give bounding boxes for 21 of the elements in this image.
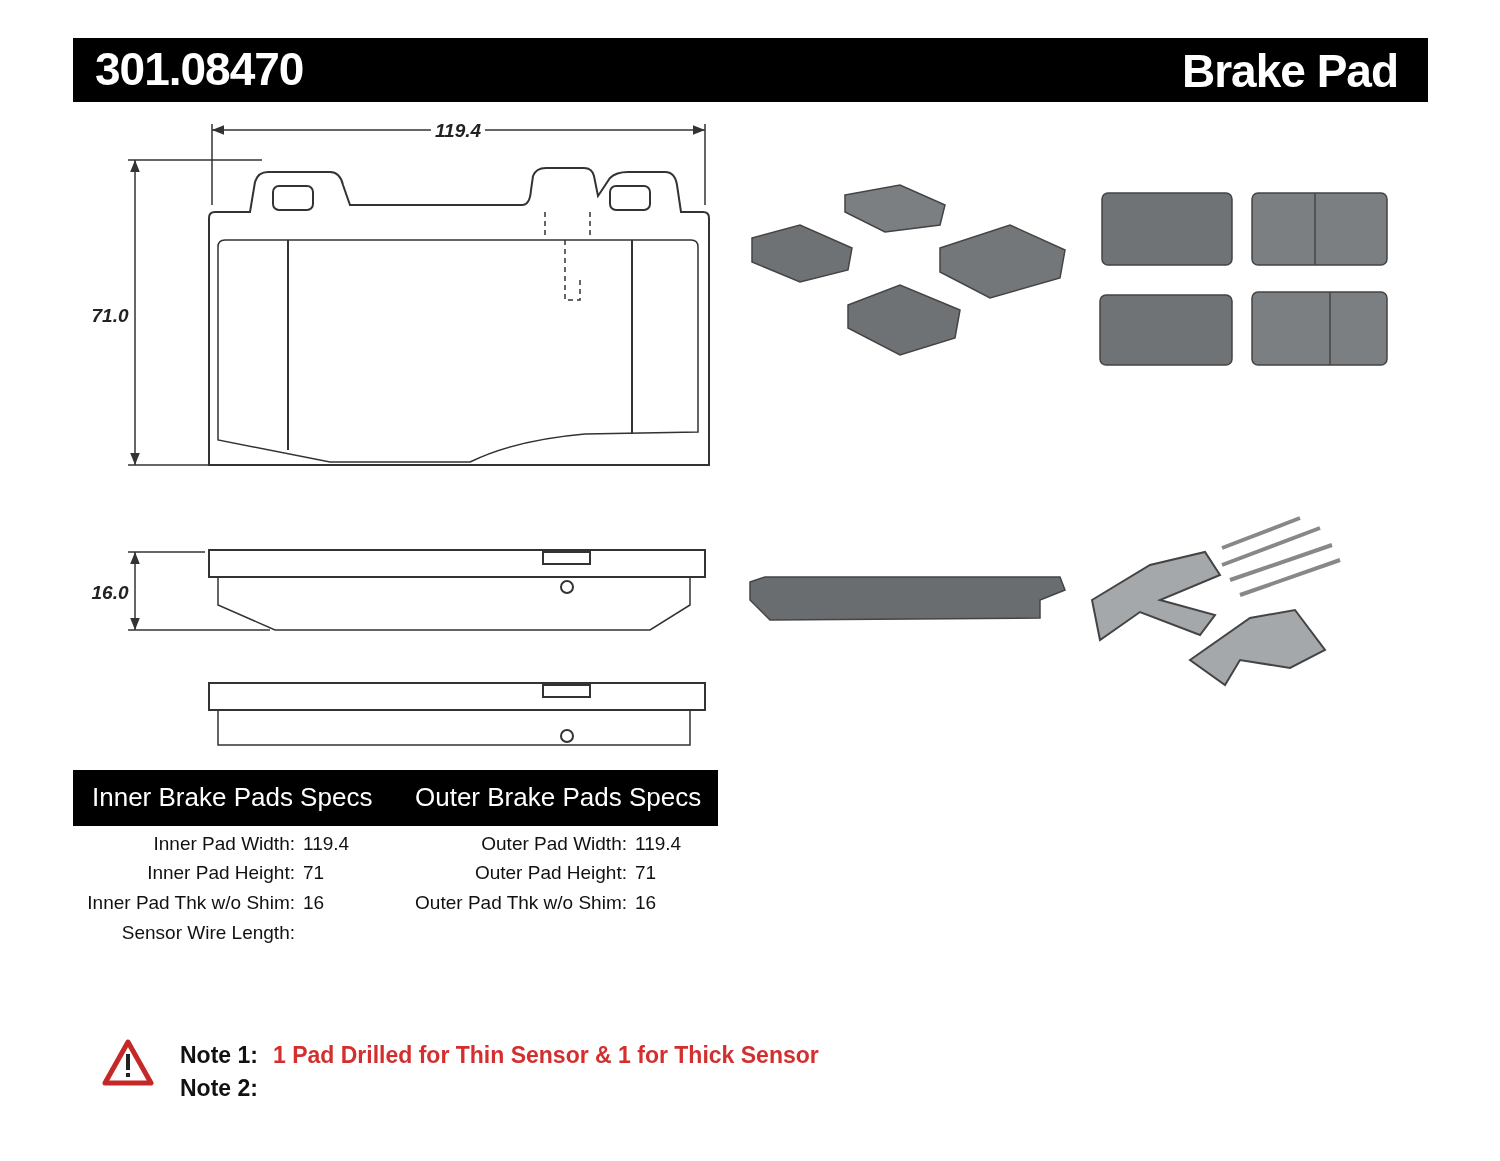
spec-value: 16 xyxy=(635,893,657,912)
table-header: Outer Brake Pads Specs xyxy=(415,784,702,810)
spec-label: Outer Pad Width: xyxy=(481,834,627,853)
spec-label: Inner Pad Width: xyxy=(153,834,295,853)
note-label: Note 2: xyxy=(180,1077,258,1100)
spec-value: 71 xyxy=(635,863,657,882)
spec-label: Sensor Wire Length: xyxy=(121,923,295,942)
spec-value: 16 xyxy=(303,893,325,912)
spec-value: 119.4 xyxy=(303,834,350,853)
spec-value: 119.4 xyxy=(635,834,682,853)
spec-label: Outer Pad Height: xyxy=(474,863,627,882)
page-title: Brake Pad xyxy=(1182,48,1398,94)
note-label: Note 1: xyxy=(180,1044,258,1067)
dimension-label: 119.4 xyxy=(430,121,486,140)
spec-label: Outer Pad Thk w/o Shim: xyxy=(415,893,627,912)
part-number: 301.08470 xyxy=(95,46,304,92)
table-header: Inner Brake Pads Specs xyxy=(92,784,373,810)
note-text: 1 Pad Drilled for Thin Sensor & 1 for Thick Sensor xyxy=(273,1044,819,1067)
spec-label: Inner Pad Thk w/o Shim: xyxy=(87,893,295,912)
spec-value: 71 xyxy=(303,863,325,882)
spec-label: Inner Pad Height: xyxy=(147,863,295,882)
